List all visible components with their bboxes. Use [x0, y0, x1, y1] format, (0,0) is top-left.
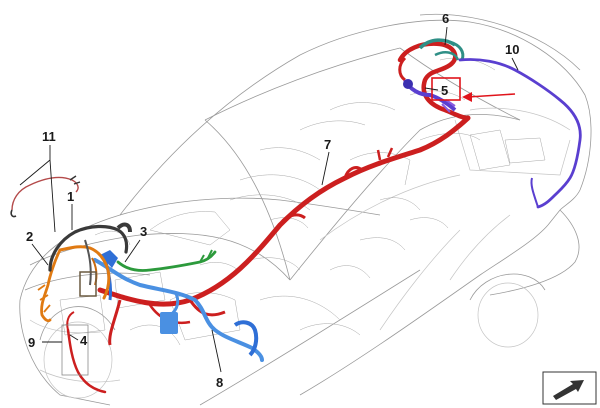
callout-7: 7: [324, 137, 331, 152]
callout-8: 8: [216, 375, 223, 390]
leader-6: [444, 26, 448, 46]
navigation-arrow-icon[interactable]: [542, 371, 597, 405]
leader-11: [19, 145, 56, 233]
harness-dark: [48, 222, 132, 297]
harness-blue: [93, 250, 264, 362]
leader-10: [511, 57, 519, 71]
callout-1: 1: [67, 189, 74, 204]
interior-detail: [59, 57, 546, 346]
leader-2: [31, 243, 49, 266]
leader-4: [69, 334, 79, 341]
harness-rear-purple: [403, 58, 582, 209]
harness-front-lower: [61, 311, 107, 394]
car-body-outline: [19, 13, 592, 406]
harness-item-11: [10, 175, 81, 218]
leader-3: [124, 239, 141, 263]
callout-2: 2: [26, 229, 33, 244]
callout-6: 6: [442, 11, 449, 26]
callout-11: 11: [42, 129, 56, 144]
harness-rear-red: [397, 38, 471, 121]
leader-lines: [19, 26, 519, 373]
callout-3: 3: [140, 224, 147, 239]
callout-10: 10: [505, 42, 519, 57]
leader-5: [424, 87, 439, 91]
leader-7: [321, 151, 330, 186]
leader-8: [211, 329, 222, 373]
callout-9: 9: [28, 335, 35, 350]
highlight-arrow-head: [462, 92, 472, 102]
callout-4: 4: [80, 333, 88, 348]
harness-orange: [37, 245, 111, 323]
callout-5: 5: [441, 83, 448, 98]
highlight-arrow-shaft: [467, 93, 516, 98]
harness-green: [116, 249, 217, 272]
callout-numbers: 1 2 3 4 5 6 7 8 9 10 11: [26, 11, 519, 390]
